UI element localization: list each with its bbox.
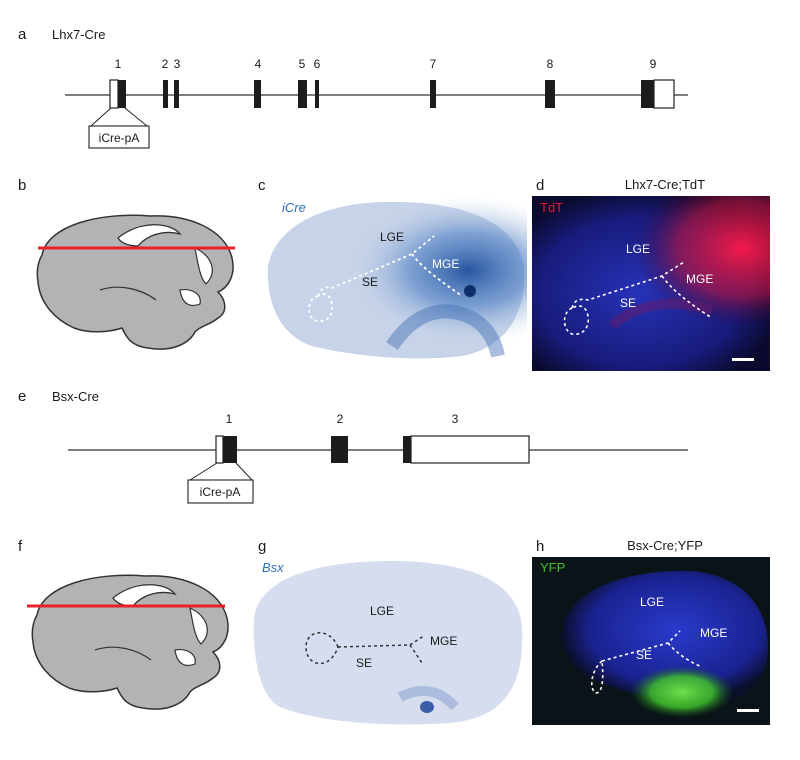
red-band-d [608,298,714,330]
panel-g-probe-label: Bsx [262,560,284,575]
boundary-d-1 [571,261,685,309]
lhx7-exon-6 [315,80,319,108]
tissue-g [253,561,523,725]
panel-h-channel-label: YFP [540,560,566,575]
lhx7-exon-2 [163,80,168,108]
bsx-exon-1-utr [215,435,224,464]
panel-g-se-label: SE [356,656,373,670]
bsx-cassette-box [187,479,254,504]
sulcus-f [94,646,152,661]
panel-h-mge-label: MGE [700,626,728,640]
boundary-c-oval [308,293,334,323]
panel-h-lge-label: LGE [640,595,665,609]
lhx7-exon-number-2: 2 [162,57,169,71]
boundary-h-oval [590,659,604,694]
cerebellum-fold-b [194,246,213,285]
lhx7-exon-1 [118,80,126,108]
lhx7-exon-number-6: 6 [314,57,321,71]
lhx7-exon-number-1: 1 [115,57,122,71]
panel-g-ish-image [250,557,525,725]
lhx7-cassette-label: iCre-pA [99,131,140,145]
panel-d-lge-label: LGE [626,242,651,256]
panel-d-title: Lhx7-Cre;TdT [624,177,706,192]
bsx-exon-number-3: 3 [452,412,459,426]
lhx7-exon-number-9: 9 [650,57,657,71]
ish-band-c [386,304,505,358]
bsx-callout-right [235,462,253,481]
lhx7-exon-5 [298,80,307,108]
bsx-exon-1 [223,436,237,463]
panel-g-mge-label: MGE [430,634,458,648]
lhx7-exon-7 [430,80,436,108]
panel-c-lge-label: LGE [380,230,405,244]
panel-d-letter: d [536,177,545,194]
boundary-h-2 [667,642,703,668]
boundary-c-1 [317,235,435,297]
ventricle-f [112,584,177,607]
lhx7-exon-number-4: 4 [255,57,262,71]
lhx7-exon-number-7: 7 [430,57,437,71]
panel-a-gene-name: Lhx7-Cre [52,27,106,42]
panel-c-mge-label: MGE [432,257,460,271]
bsx-exon-number-1: 1 [226,412,233,426]
bsx-callout-left [189,462,218,481]
lhx7-exon-number-3: 3 [174,57,181,71]
panel-b-sagittal-brain [36,214,235,350]
panel-h-title: Bsx-Cre;YFP [627,538,703,553]
panel-g-lge-label: LGE [370,604,395,618]
panel-d-mge-label: MGE [686,272,714,286]
panel-h-fluorescence-image [532,557,770,725]
ventricle-b [117,224,182,247]
panel-c-letter: c [258,177,266,194]
scale-bar-h [737,709,759,712]
pons-fold-b [179,289,201,307]
panel-a-gene-diagram: 1 2 3 4 5 6 7 8 9 iCre-pA [65,57,688,149]
boundary-g-2 [409,644,423,664]
pons-fold-f [174,649,196,667]
panel-d-channel-label: TdT [540,200,564,215]
lhx7-exon-3 [174,80,179,108]
ish-band-g [397,686,459,711]
lhx7-cassette-box [88,125,150,149]
bsx-exon-3 [403,436,411,463]
lhx7-callout-left [90,107,112,127]
dapi-region-h [561,570,768,703]
sulcus-b [99,286,157,301]
panel-c-ish-image [262,196,527,361]
bsx-exon-number-2: 2 [337,412,344,426]
lhx7-exon-9 [641,80,654,108]
boundary-g-oval [305,632,339,665]
panel-h-se-label: SE [636,648,653,662]
panel-c-probe-label: iCre [282,200,306,215]
panel-e-gene-name: Bsx-Cre [52,389,99,404]
brain-outline-f [31,574,229,710]
bsx-exon-2 [331,436,348,463]
panel-d-fluorescence-image [532,196,770,371]
yfp-region-h [630,666,734,718]
panel-a-letter: a [18,26,27,43]
lhx7-exon-1-utr [109,79,119,109]
panel-g-letter: g [258,538,267,555]
lhx7-exon-4 [254,80,261,108]
panel-d-se-label: SE [620,296,637,310]
panel-b-letter: b [18,177,27,194]
lhx7-exon-8 [545,80,555,108]
ish-dot-c [464,285,476,297]
lhx7-exon-number-5: 5 [299,57,306,71]
bsx-exon-3-utr [410,435,530,464]
panel-c-se-label: SE [362,275,379,289]
panel-e-letter: e [18,388,27,405]
lhx7-callout-right [124,107,148,127]
panel-f-letter: f [18,538,23,555]
panel-f-sagittal-brain [27,574,229,710]
lhx7-exon-number-8: 8 [547,57,554,71]
panel-e-gene-diagram: 1 2 3 iCre-pA [68,412,688,504]
bsx-cassette-label: iCre-pA [200,485,241,499]
scale-bar-d [732,358,754,361]
cerebellum-fold-f [189,606,208,645]
panel-h-letter: h [536,538,545,555]
ish-dot-g [420,701,434,713]
lhx7-exon-9-utr [653,79,675,109]
